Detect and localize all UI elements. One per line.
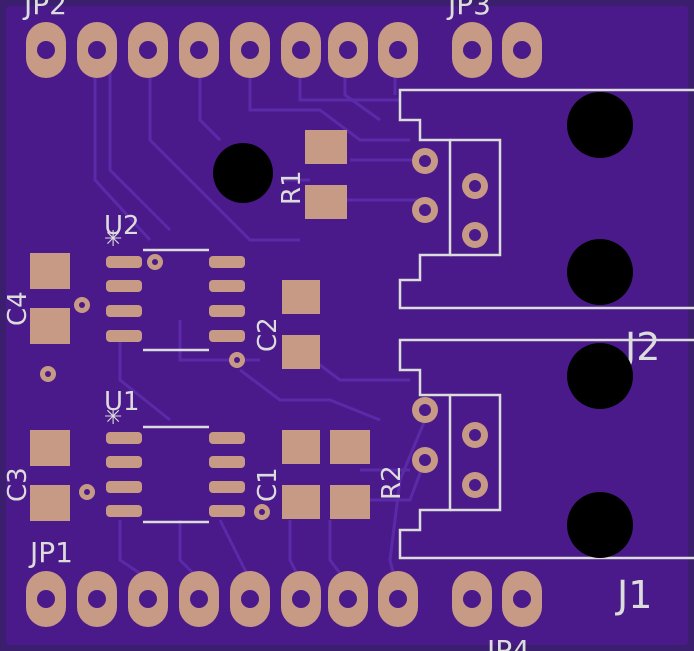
jp2-label: JP2 (22, 0, 67, 21)
jp1-header: JP1 (26, 536, 418, 627)
c4: C4 (3, 253, 90, 344)
c3-label: C3 (3, 467, 33, 502)
u1-ic: U1 ✳ (104, 387, 245, 524)
mounting-hole (213, 143, 273, 203)
c4-label: C4 (3, 291, 33, 326)
u1-pin1-marker: ✳ (104, 405, 122, 430)
c2-label: C2 (253, 317, 283, 352)
u1-label: U1 (104, 387, 140, 417)
u2-pin1-marker: ✳ (104, 227, 122, 252)
jp3-label: JP3 (446, 0, 491, 21)
jp2-header: JP2 (22, 0, 418, 78)
c1: C1 (253, 430, 320, 520)
u2-label: U2 (104, 211, 140, 241)
u2-ic: ✳ U2 (104, 211, 245, 352)
r2-label: R2 (377, 465, 407, 500)
c2: C2 (229, 280, 320, 369)
jp3-header: JP3 (446, 0, 542, 78)
jp1-label: JP1 (28, 536, 73, 569)
r1: R1 (277, 130, 347, 219)
r2: R2 (330, 430, 407, 519)
jp4-label: JP4 (485, 634, 530, 651)
jp4-header: JP4 (452, 571, 542, 651)
j1-label: J1 (615, 573, 652, 617)
jp2-drills (37, 41, 407, 59)
j1-connector: J1 (398, 338, 694, 617)
c1-label: C1 (253, 467, 283, 502)
c3: C3 (3, 430, 95, 521)
r1-label: R1 (277, 170, 307, 205)
